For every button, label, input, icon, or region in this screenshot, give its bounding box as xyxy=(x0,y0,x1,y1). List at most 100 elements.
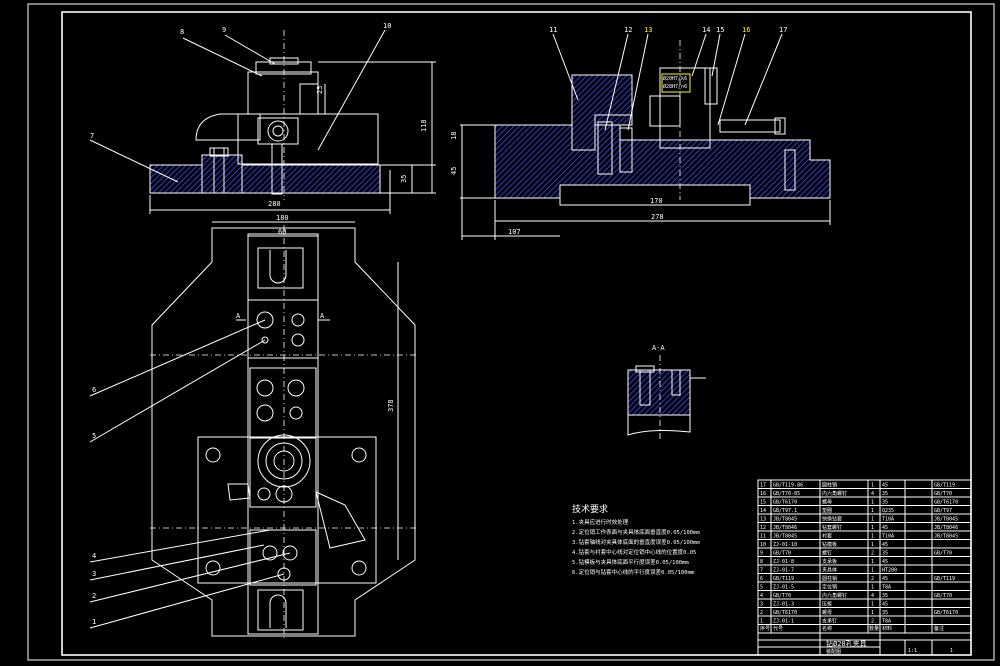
bom-cell-mat: 45 xyxy=(882,559,888,565)
bom-cell-name: 内六角螺钉 xyxy=(822,592,847,599)
bom-cell-qty: 1 xyxy=(871,500,874,506)
bom-cell-mat: T8A xyxy=(882,619,891,625)
bom-cell-qty: 1 xyxy=(871,610,874,616)
header-qty: 数量 xyxy=(869,625,879,632)
bom-cell-mat: 45 xyxy=(882,483,888,489)
bom-cell-code: GB/T97.1 xyxy=(773,508,797,514)
header-code: 代号 xyxy=(773,625,783,632)
bom-cell-std: JB/T8045 xyxy=(934,534,958,540)
section-mark-left: A xyxy=(236,312,241,320)
bom-cell-mat: 45 xyxy=(882,576,888,582)
bom-cell-no: 8 xyxy=(760,559,763,565)
bom-cell-mat: 35 xyxy=(882,491,888,497)
dim-front-width: 280 xyxy=(268,200,281,208)
bom-cell-mat: T10A xyxy=(882,517,894,523)
bom-cell-code: GB/T119-86 xyxy=(773,483,803,489)
bom-cell-name: 圆柱销 xyxy=(822,482,837,489)
dim-side-inner: 170 xyxy=(650,197,663,205)
tech-req-3: 3.钻套轴线对夹具体底面的垂直度误差0.05/100mm xyxy=(572,538,700,546)
bom-cell-code: GB/T119 xyxy=(773,576,794,582)
bom-cell-std: GB/T6170 xyxy=(934,500,958,506)
bom-cell-qty: 1 xyxy=(871,534,874,540)
bom-cell-name: 圆柱销 xyxy=(822,575,837,582)
label-1: 1 xyxy=(92,618,96,626)
title-block: 序号 代号 名称 数量 材料 备注 钻Ø20孔夹具 装配图 1:1 1 xyxy=(758,625,971,655)
bom-cell-std: GB/T70 xyxy=(934,551,952,557)
label-10: 10 xyxy=(383,22,391,30)
bom-cell-code: GB/T70-85 xyxy=(773,491,800,497)
tech-req-title: 技术要求 xyxy=(572,503,608,515)
bom-cell-std: GB/T6170 xyxy=(934,610,958,616)
bom-cell-mat: T10A xyxy=(882,534,894,540)
bom-cell-name: 螺母 xyxy=(822,499,832,506)
label-13: 13 xyxy=(644,26,652,34)
bom-cell-mat: HT200 xyxy=(882,568,897,574)
tech-requirements: 技术要求 1.夹具应进行时效处理 2.定位销工作表面与夹具体底面垂直度0.05/… xyxy=(572,503,700,576)
bom-cell-code: ZJ-01-5 xyxy=(773,585,794,591)
bom-cell-no: 4 xyxy=(760,593,763,599)
bom-cell-no: 1 xyxy=(760,619,763,625)
bom-cell-std: GB/T70 xyxy=(934,491,952,497)
bom-cell-code: JB/T8045 xyxy=(773,534,797,540)
dim-plan-slot: 60 xyxy=(278,228,286,236)
bom-cell-name: 螺母 xyxy=(822,609,832,616)
bom-cell-name: 垫圈 xyxy=(822,507,832,514)
bom-cell-no: 15 xyxy=(760,500,766,506)
bom-cell-mat: 35 xyxy=(882,551,888,557)
bom-cell-name: 夹具体 xyxy=(822,567,837,574)
label-7: 7 xyxy=(90,132,94,140)
bom-cell-name: 衬套 xyxy=(822,533,832,540)
bom-cell-no: 2 xyxy=(760,610,763,616)
label-17: 17 xyxy=(779,26,787,34)
bom-cell-qty: 1 xyxy=(871,559,874,565)
bom-cell-qty: 4 xyxy=(871,491,874,497)
dim-front-base: 35 xyxy=(400,175,408,183)
bom-cell-mat: 45 xyxy=(882,602,888,608)
label-6: 6 xyxy=(92,386,96,394)
label-12: 12 xyxy=(624,26,632,34)
bom-cell-std: GB/T119 xyxy=(934,576,955,582)
bom-cell-mat: 45 xyxy=(882,525,888,531)
label-4: 4 xyxy=(92,552,96,560)
side-view: Ø20H7/k6 Ø28H7/n6 170 278 107 45 18 11 1… xyxy=(450,26,831,240)
bom-cell-code: GB/T70 xyxy=(773,551,791,557)
drawing-type: 装配图 xyxy=(826,648,841,655)
bom-cell-mat: 35 xyxy=(882,610,888,616)
tech-req-1: 1.夹具应进行时效处理 xyxy=(572,518,629,526)
bom-cell-qty: 2 xyxy=(871,576,874,582)
tech-req-5: 5.钻模板与夹具体底面平行度误差0.05/100mm xyxy=(572,558,689,566)
bom-cell-qty: 1 xyxy=(871,483,874,489)
outer-border xyxy=(27,3,995,661)
bom-cell-no: 5 xyxy=(760,585,763,591)
label-2: 2 xyxy=(92,592,96,600)
bom-cell-qty: 4 xyxy=(871,593,874,599)
sheet: 1 xyxy=(950,648,953,654)
bom-cell-no: 11 xyxy=(760,534,766,540)
bom-cell-std: JB/T8046 xyxy=(934,525,958,531)
header-remark: 备注 xyxy=(934,625,944,632)
label-11: 11 xyxy=(549,26,557,34)
bom-cell-qty: 1 xyxy=(871,517,874,523)
bom-cell-no: 17 xyxy=(760,483,766,489)
bom-cell-name: 钻模板 xyxy=(822,541,837,548)
bom-cell-name: 压板 xyxy=(822,601,832,608)
bom-cell-name: 定位销 xyxy=(822,584,837,591)
label-15: 15 xyxy=(716,26,724,34)
dim-side-height: 45 xyxy=(450,167,458,175)
header-name: 名称 xyxy=(822,625,832,632)
bom-cell-mat: 35 xyxy=(882,593,888,599)
bom-cell-std: GB/T70 xyxy=(934,593,952,599)
bom-cell-qty: 2 xyxy=(871,619,874,625)
bom-cell-code: GB/T6170 xyxy=(773,500,797,506)
dim-front-block: 25 xyxy=(316,86,324,94)
bom-cell-qty: 2 xyxy=(871,551,874,557)
bom-cell-code: ZJ-01-10 xyxy=(773,542,797,548)
bom-cell-name: 内六角螺钉 xyxy=(822,490,847,497)
bom-cell-std: GB/T119 xyxy=(934,483,955,489)
bom-cell-no: 7 xyxy=(760,568,763,574)
header-no: 序号 xyxy=(760,625,770,632)
dim-side-step: 18 xyxy=(450,132,458,140)
section-view-title: A-A xyxy=(652,344,665,352)
bom-cell-no: 9 xyxy=(760,551,763,557)
